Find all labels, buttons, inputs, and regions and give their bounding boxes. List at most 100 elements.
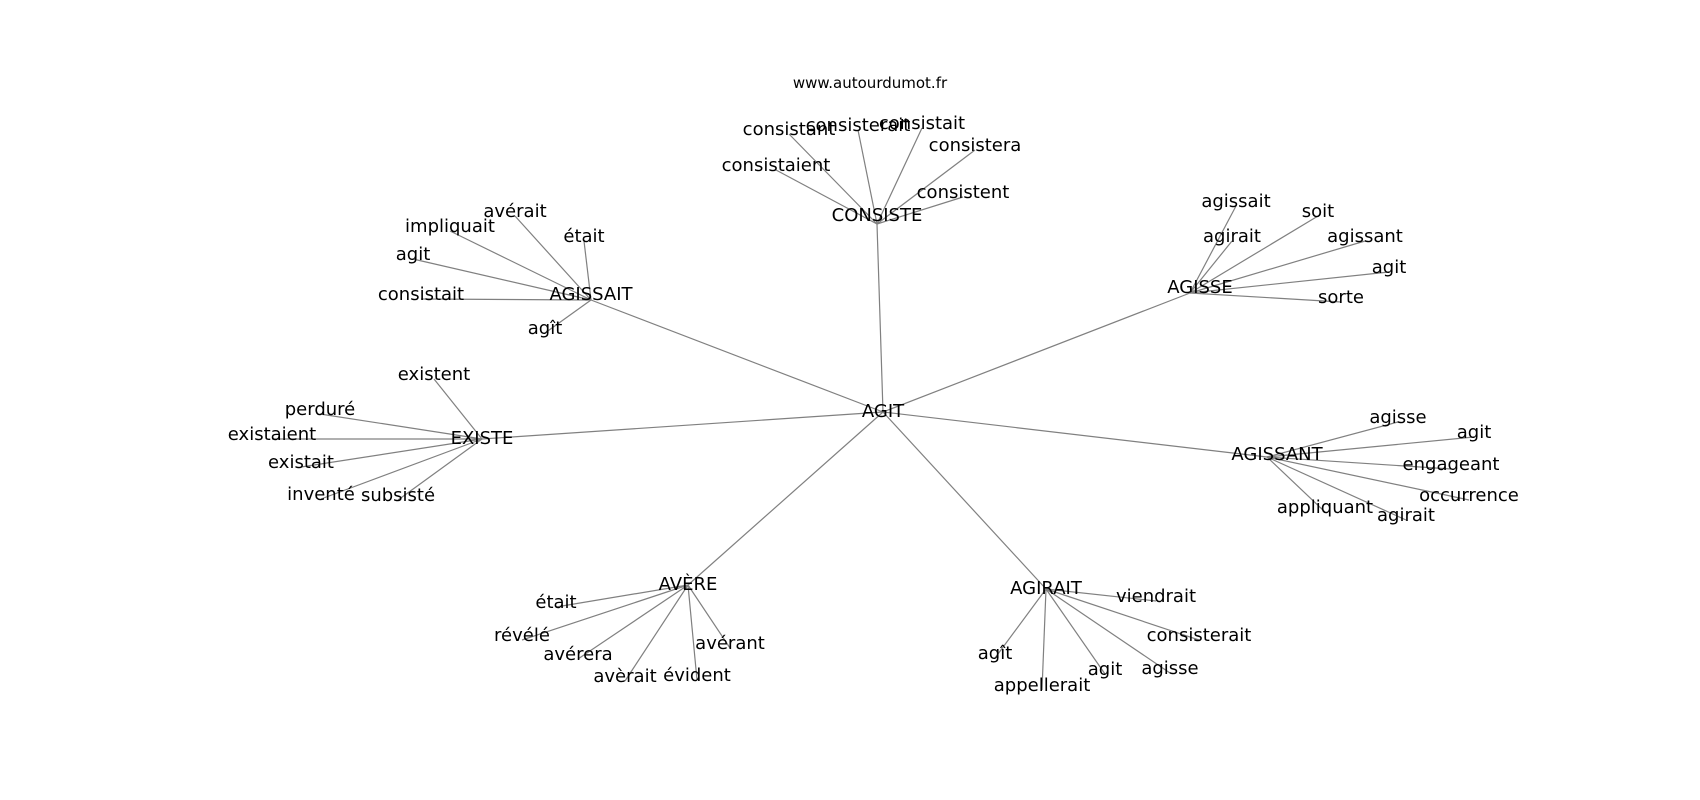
leaf-node[interactable]: consistaient [722, 155, 831, 176]
leaf-node[interactable]: était [563, 226, 604, 247]
leaf-node[interactable]: agît [978, 643, 1013, 664]
leaf-node[interactable]: impliquait [405, 216, 495, 237]
edge-avere-leaf [577, 584, 689, 660]
leaf-node[interactable]: consistent [917, 182, 1010, 203]
hub-node-avere[interactable]: AVÈRE [659, 573, 718, 595]
leaf-node[interactable]: avérera [543, 644, 612, 665]
leaf-node[interactable]: agit [1088, 659, 1123, 680]
leaf-node[interactable]: agirait [1203, 226, 1261, 247]
edge-existe-leaf [319, 413, 483, 440]
leaf-node[interactable]: évident [663, 665, 731, 686]
hub-node-agissant[interactable]: AGISSANT [1231, 444, 1323, 465]
hub-node-agissait[interactable]: AGISSAIT [549, 284, 633, 305]
edge-agirait-leaf [994, 588, 1047, 659]
edge-agissant-leaf [1266, 436, 1475, 458]
leaf-node[interactable]: existait [268, 452, 334, 473]
leaf-node[interactable]: viendrait [1116, 586, 1196, 607]
edge-consiste-leaf [876, 127, 923, 225]
leaf-node[interactable]: sorte [1318, 287, 1364, 308]
leaf-node[interactable]: agisse [1369, 407, 1426, 428]
edge-agissant-leaf [1266, 421, 1399, 458]
edge-avere-leaf [624, 584, 689, 682]
edge-consiste-leaf [775, 169, 878, 225]
edge-consiste-leaf [788, 133, 878, 225]
leaf-node[interactable]: soit [1302, 201, 1334, 222]
edge-agirait-leaf [1041, 588, 1047, 691]
label-layer: AGITCONSISTEconsistantconsisteraitconsis… [228, 113, 1519, 696]
center-word-node[interactable]: AGIT [862, 401, 905, 422]
leaf-node[interactable]: était [535, 592, 576, 613]
leaf-node[interactable]: avérant [695, 633, 765, 654]
edge-avere-leaf [687, 584, 731, 649]
edge-agissant-leaf [1266, 456, 1407, 521]
edge-avere-leaf [521, 584, 689, 641]
leaf-node[interactable]: agît [528, 318, 563, 339]
edge-consiste-leaf [876, 196, 964, 225]
edge-consiste-leaf [876, 149, 976, 225]
edge-agissant-leaf [1266, 456, 1470, 501]
edge-agisse-leaf [1189, 215, 1319, 294]
edge-agisse-leaf [1189, 271, 1390, 294]
edge-avere-leaf [687, 584, 698, 681]
leaf-node[interactable]: appellerait [994, 675, 1091, 696]
hub-node-existe[interactable]: EXISTE [451, 428, 514, 449]
edge-center-agisse [882, 292, 1191, 413]
edge-agissait-leaf [420, 298, 592, 301]
leaf-node[interactable]: perduré [285, 399, 356, 420]
edge-agisse-leaf [1189, 292, 1342, 303]
leaf-node[interactable]: existent [398, 364, 470, 385]
edge-agissait-leaf [412, 258, 592, 301]
leaf-node[interactable]: agissait [1201, 191, 1270, 212]
edge-agisse-leaf [1189, 240, 1233, 294]
leaf-node[interactable]: agissant [1327, 226, 1403, 247]
leaf-node[interactable]: agit [396, 244, 431, 265]
leaf-node[interactable]: appliquant [1277, 497, 1373, 518]
edge-agissait-leaf [544, 299, 592, 334]
leaf-node[interactable]: consisterait [1147, 625, 1252, 646]
edge-agissait-leaf [449, 230, 592, 301]
edge-agisse-leaf [1189, 240, 1366, 294]
leaf-node[interactable]: consistera [929, 135, 1022, 156]
leaf-node[interactable]: agit [1372, 257, 1407, 278]
hub-node-agirait[interactable]: AGIRAIT [1010, 578, 1083, 599]
edge-existe-leaf [300, 438, 483, 468]
edge-center-existe [481, 411, 884, 440]
edge-existe-leaf [433, 378, 483, 440]
edge-center-consiste [876, 223, 884, 413]
edge-avere-leaf [555, 584, 689, 608]
edge-agirait-leaf [1045, 588, 1157, 602]
edge-agissant-leaf [1266, 456, 1326, 513]
hub-node-consiste[interactable]: CONSISTE [832, 205, 923, 226]
leaf-node[interactable]: subsisté [361, 485, 435, 506]
leaf-node[interactable]: consistant [743, 119, 836, 140]
edge-agirait-leaf [1045, 588, 1200, 641]
hub-node-agisse[interactable]: AGISSE [1167, 277, 1232, 298]
leaf-node[interactable]: inventé [287, 484, 355, 505]
leaf-node[interactable]: existaient [228, 424, 316, 445]
edge-existe-leaf [320, 438, 483, 500]
leaf-node[interactable]: agisse [1141, 658, 1198, 679]
leaf-node[interactable]: consisterait [806, 115, 911, 136]
leaf-node[interactable]: agit [1457, 422, 1492, 443]
edge-agissait-leaf [583, 240, 592, 301]
edge-layer [272, 127, 1475, 691]
edge-center-agissant [882, 411, 1268, 458]
edge-existe-leaf [397, 438, 483, 501]
edge-agissant-leaf [1266, 456, 1452, 470]
leaf-node[interactable]: occurrence [1419, 485, 1519, 506]
edge-center-avere [687, 411, 884, 586]
leaf-node[interactable]: engageant [1403, 454, 1500, 475]
edge-center-agirait [882, 411, 1047, 590]
edge-agissait-leaf [514, 215, 592, 301]
leaf-node[interactable]: consistait [879, 113, 965, 134]
leaf-node[interactable]: consistait [378, 284, 464, 305]
leaf-node[interactable]: avèrait [593, 666, 656, 687]
site-watermark: www.autourdumot.fr [792, 74, 948, 92]
leaf-node[interactable]: agirait [1377, 505, 1435, 526]
leaf-node[interactable]: révélé [494, 625, 550, 646]
edge-agisse-leaf [1189, 205, 1237, 294]
edge-agirait-leaf [1045, 588, 1106, 675]
edge-center-agissait [590, 299, 884, 413]
leaf-node[interactable]: avérait [483, 201, 546, 222]
